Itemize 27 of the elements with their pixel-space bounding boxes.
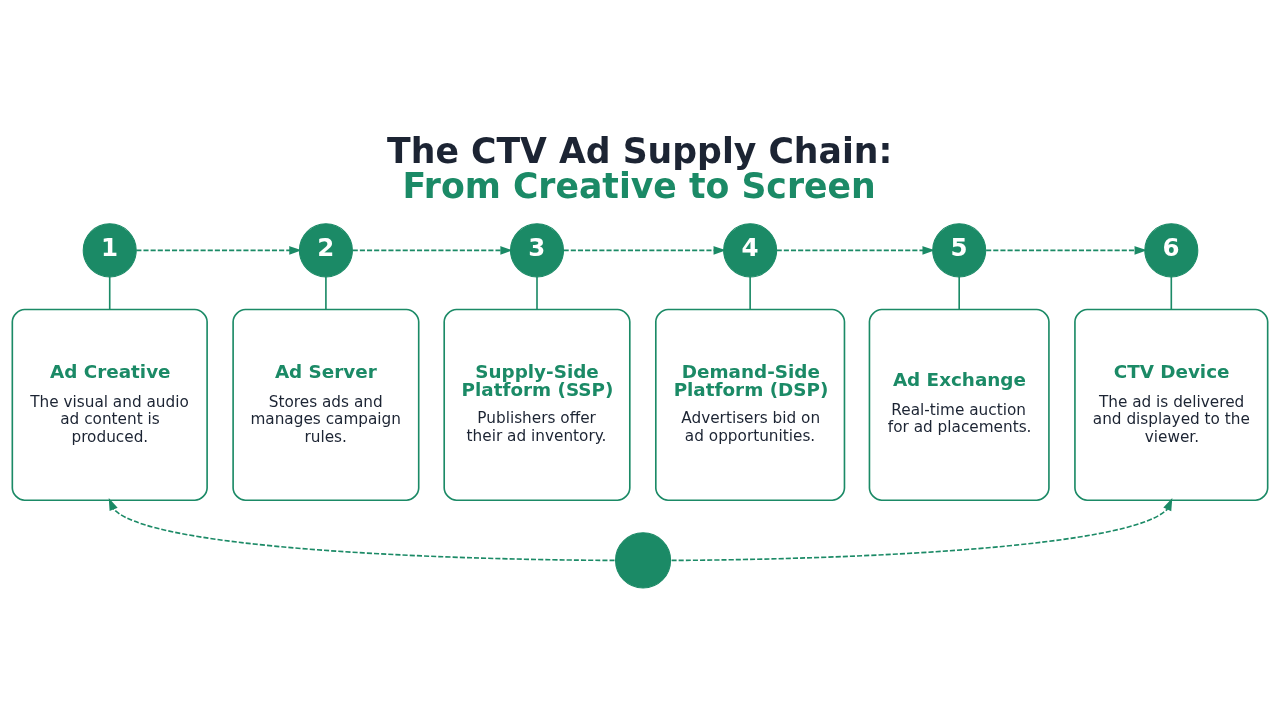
- node-circle: 2: [298, 223, 353, 278]
- node-circle: 5: [932, 223, 987, 278]
- node-box: Ad Creative The visual and audio ad content is produced.: [11, 308, 208, 502]
- node-circle: 1: [82, 223, 137, 278]
- arrow: [135, 246, 302, 255]
- connector: [536, 276, 538, 311]
- node-circle: [615, 532, 672, 589]
- arrow: [775, 246, 935, 255]
- arrow: [108, 497, 616, 562]
- node-box: CTV Device The ad is delivered and displayed to the viewer.: [1074, 308, 1269, 502]
- connector: [958, 276, 960, 311]
- arrow: [985, 246, 1147, 255]
- connector: [325, 276, 327, 311]
- node-circle: 6: [1144, 223, 1199, 278]
- node-box: Demand-Side Platform (DSP) Advertisers bid on ad opportunities.: [655, 308, 846, 502]
- node-box: Supply-Side Platform (SSP) Publishers offer their ad inventory.: [443, 308, 631, 502]
- connector: [1170, 276, 1173, 311]
- node-box: Ad Exchange Real-time auction for ad placements.: [868, 308, 1050, 502]
- node-circle: 4: [723, 223, 778, 278]
- arrow: [351, 246, 513, 255]
- node-box: Ad Server Stores ads and manages campaign rules.: [232, 308, 420, 502]
- connector: [749, 276, 751, 311]
- connector: [108, 276, 111, 311]
- arrow: [562, 246, 726, 255]
- arrow: [670, 497, 1173, 562]
- diagram-title: The CTV Ad Supply Chain: From Creative to Screen: [387, 130, 893, 206]
- node-circle: 3: [510, 223, 565, 278]
